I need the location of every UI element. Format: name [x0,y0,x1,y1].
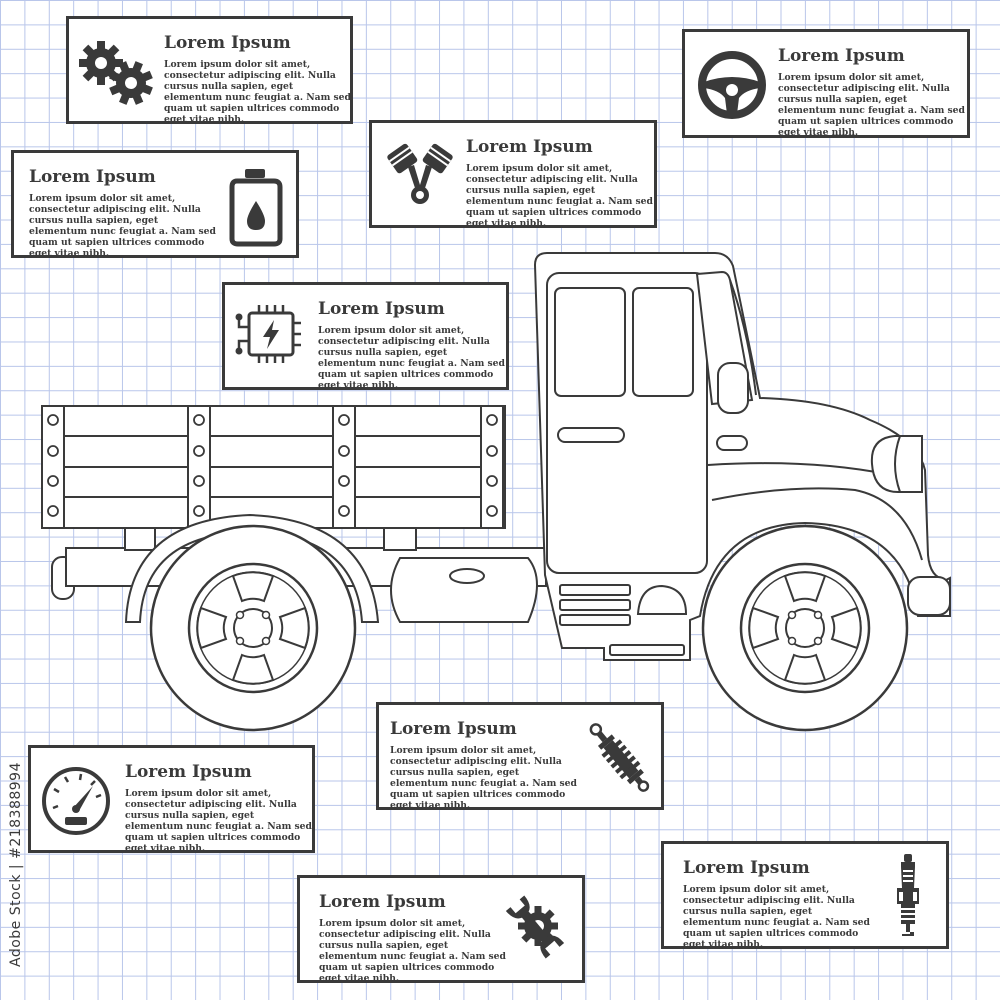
card-text: Lorem ipsum dolor sit amet, consectetur … [164,59,351,125]
card-title: Lorem Ipsum [125,762,252,782]
speedometer-icon [42,767,110,835]
fuel-tank [390,557,538,623]
card-text: Lorem ipsum dolor sit amet, consectetur … [683,884,870,950]
info-card-service: Lorem Ipsum Lorem ipsum dolor sit amet, … [297,875,585,984]
info-card-spark-plug: Lorem Ipsum Lorem ipsum dolor sit amet, … [661,841,949,950]
electronics-chip-icon [235,305,301,363]
shock-absorber-icon [589,723,650,792]
card-text: Lorem ipsum dolor sit amet, consectetur … [466,163,653,229]
cab-vent [716,435,748,451]
rear-fender [124,513,380,623]
info-card-shock: Lorem Ipsum Lorem ipsum dolor sit amet, … [376,702,664,811]
gears-icon [79,41,153,105]
card-text: Lorem ipsum dolor sit amet, consectetur … [318,325,505,391]
info-card-gears: Lorem Ipsum Lorem ipsum dolor sit amet, … [66,16,353,125]
stock-watermark: Adobe Stock [8,874,24,968]
pistons-icon [387,143,453,204]
card-title: Lorem Ipsum [319,892,446,912]
spark-plug-icon [897,854,919,936]
card-text: Lorem ipsum dolor sit amet, consectetur … [390,745,577,811]
steering-wheel-icon [698,51,766,119]
cab-window [554,287,626,397]
card-text: Lorem ipsum dolor sit amet, consectetur … [778,72,965,138]
front-bumper [907,576,951,616]
oil-canister-icon [229,169,283,247]
card-title: Lorem Ipsum [778,46,905,66]
bed-mount-left [124,527,156,551]
card-text: Lorem ipsum dolor sit amet, consectetur … [125,788,312,854]
bed-post [332,405,356,529]
headlight [870,435,923,493]
card-text: Lorem ipsum dolor sit amet, consectetur … [29,193,216,259]
card-title: Lorem Ipsum [164,33,291,53]
cab-window [632,287,694,397]
info-card-speedometer: Lorem Ipsum Lorem ipsum dolor sit amet, … [28,745,315,854]
wrench-gear-icon [505,895,565,959]
info-card-oil: Lorem Ipsum Lorem ipsum dolor sit amet, … [11,150,299,259]
bed-mount-right [383,527,417,551]
card-title: Lorem Ipsum [390,719,517,739]
card-title: Lorem Ipsum [29,167,156,187]
door-handle [557,427,625,443]
stock-id-label: Adobe Stock | #218388994 [8,762,24,968]
card-title: Lorem Ipsum [683,858,810,878]
card-text: Lorem ipsum dolor sit amet, consectetur … [319,918,506,984]
side-mirror [717,362,749,414]
card-title: Lorem Ipsum [466,137,593,157]
info-card-chip: Lorem Ipsum Lorem ipsum dolor sit amet, … [222,282,509,391]
fender-line [711,487,923,561]
bed-post [480,405,504,529]
card-title: Lorem Ipsum [318,299,445,319]
info-card-pistons: Lorem Ipsum Lorem ipsum dolor sit amet, … [369,120,657,229]
bed-post [41,405,65,529]
info-card-steering: Lorem Ipsum Lorem ipsum dolor sit amet, … [682,29,970,138]
front-wheel [739,562,871,694]
stock-id: 218388994 [8,762,24,847]
